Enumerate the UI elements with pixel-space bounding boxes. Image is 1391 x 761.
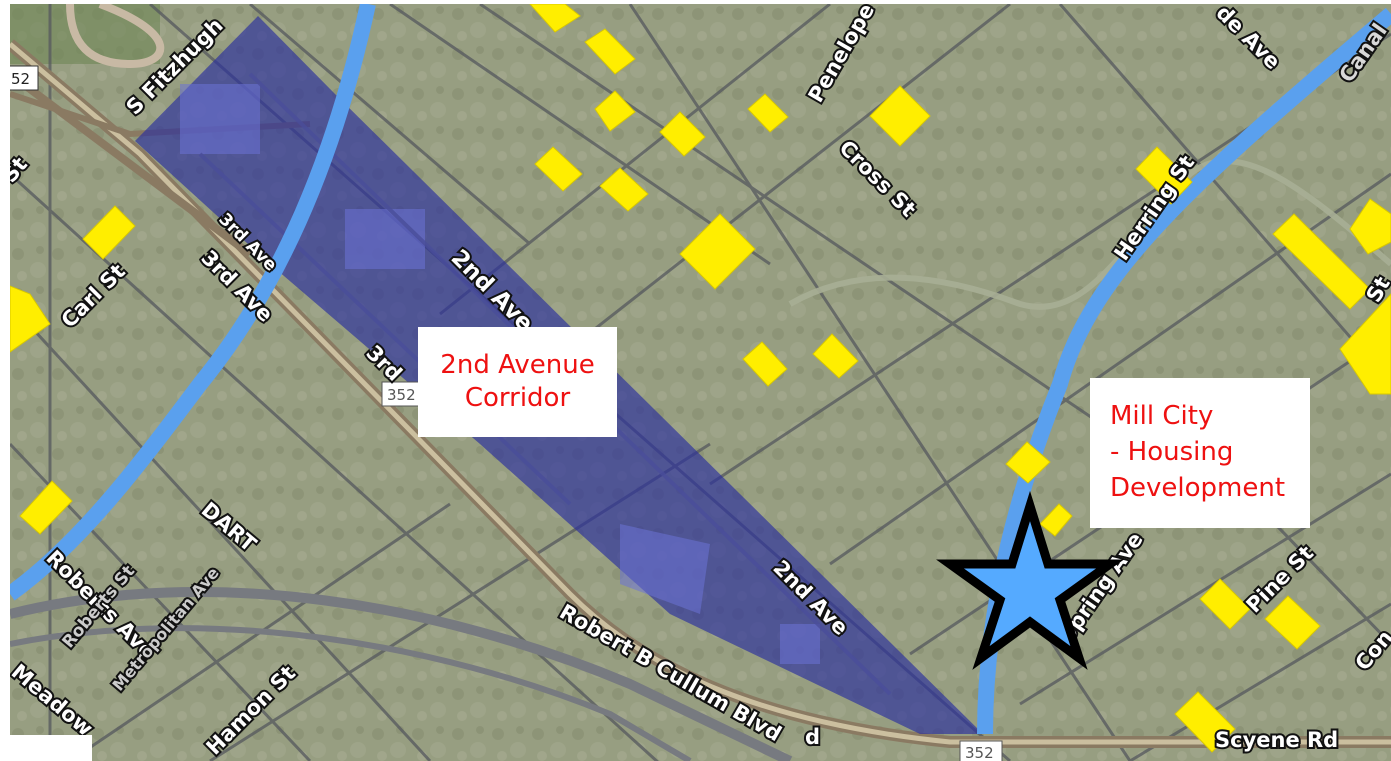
route-shield-352-bottom: 352 xyxy=(959,740,1003,761)
svg-text:52: 52 xyxy=(11,70,30,88)
svg-text:352: 352 xyxy=(387,386,416,404)
creek xyxy=(788,158,1391,310)
callout-mill-city: Mill City - Housing Development xyxy=(1090,378,1310,528)
route-shield-52: 52 xyxy=(10,65,39,91)
callout-corridor-line1: 2nd Avenue xyxy=(440,350,595,380)
label-d-end: d xyxy=(805,725,820,749)
star-icon[interactable] xyxy=(936,490,1124,670)
svg-text:352: 352 xyxy=(965,744,994,761)
housing-parcels xyxy=(10,4,1391,753)
callout-2nd-avenue-corridor: 2nd Avenue Corridor xyxy=(418,327,617,437)
route-shield-352-center: 352 xyxy=(381,381,421,407)
callout-corridor-line2: Corridor xyxy=(464,383,571,413)
dart-line-west xyxy=(10,4,376,601)
fairground-track xyxy=(66,4,165,69)
callout-mill-city-line2: - Housing xyxy=(1110,437,1234,467)
blank-corner xyxy=(10,735,92,761)
highway-352 xyxy=(10,39,1391,761)
callout-mill-city-line1: Mill City xyxy=(1110,401,1214,431)
top-left-green-patch xyxy=(10,4,160,64)
corridor-buildings xyxy=(180,84,820,664)
callout-mill-city-line3: Development xyxy=(1110,473,1286,503)
label-scyene-rd: Scyene Rd xyxy=(1215,728,1338,752)
